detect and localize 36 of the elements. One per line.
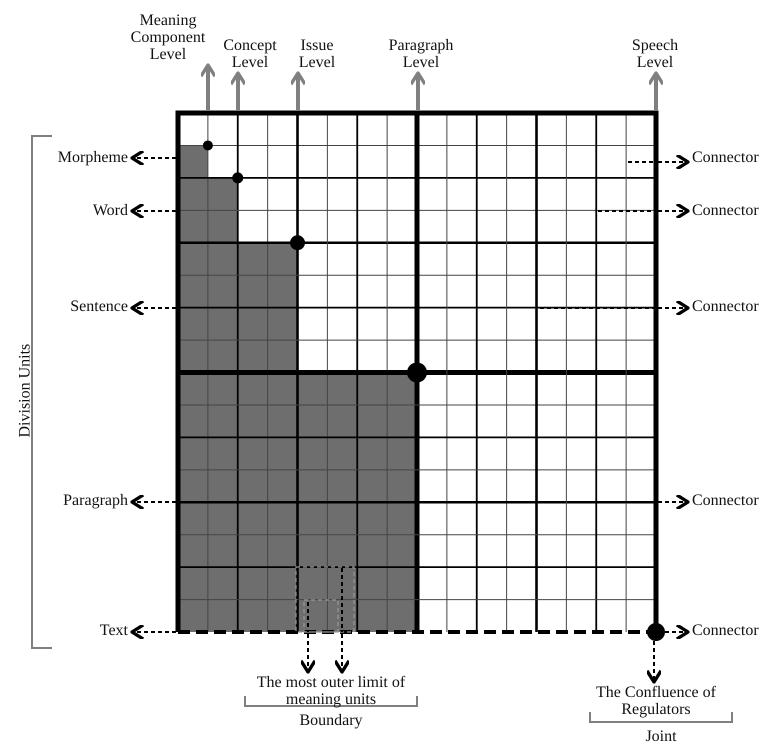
unit-label: Word [20, 202, 128, 219]
arrow [658, 202, 690, 220]
unit-label: Paragraph [20, 492, 128, 509]
arrow [299, 634, 317, 674]
arrow [658, 153, 690, 171]
connector-label: Connector [692, 202, 772, 219]
arrow [409, 71, 427, 111]
arrow [130, 299, 176, 317]
arrow [130, 149, 176, 167]
arrow [647, 71, 665, 111]
arrow [658, 299, 690, 317]
unit-label: Sentence [20, 298, 128, 315]
arrow [130, 202, 176, 220]
connector-label: Connector [692, 149, 772, 166]
arrow [229, 71, 247, 111]
connector-label: Connector [692, 622, 772, 639]
level-label: Concept Level [219, 37, 281, 71]
level-label: Meaning Component Level [120, 12, 216, 63]
unit-label: Morpheme [20, 149, 128, 166]
grid-drawing [176, 110, 665, 641]
arrow [289, 71, 307, 111]
arrow [333, 634, 351, 674]
caption-text: The Confluence of Regulators [586, 684, 726, 718]
group-label: Boundary [298, 712, 364, 729]
connector-label: Connector [692, 298, 772, 315]
unit-label: Text [20, 622, 128, 639]
arrow [199, 63, 217, 111]
level-label: Paragraph Level [376, 37, 466, 71]
connector-label: Connector [692, 492, 772, 509]
group-label: Joint [644, 728, 678, 745]
arrow [130, 493, 176, 511]
arrow [658, 493, 690, 511]
arrow [130, 623, 176, 641]
level-label: Issue Level [290, 37, 344, 71]
caption-text: The most outer limit of meaning units [238, 674, 424, 708]
level-label: Speech Level [620, 37, 690, 71]
